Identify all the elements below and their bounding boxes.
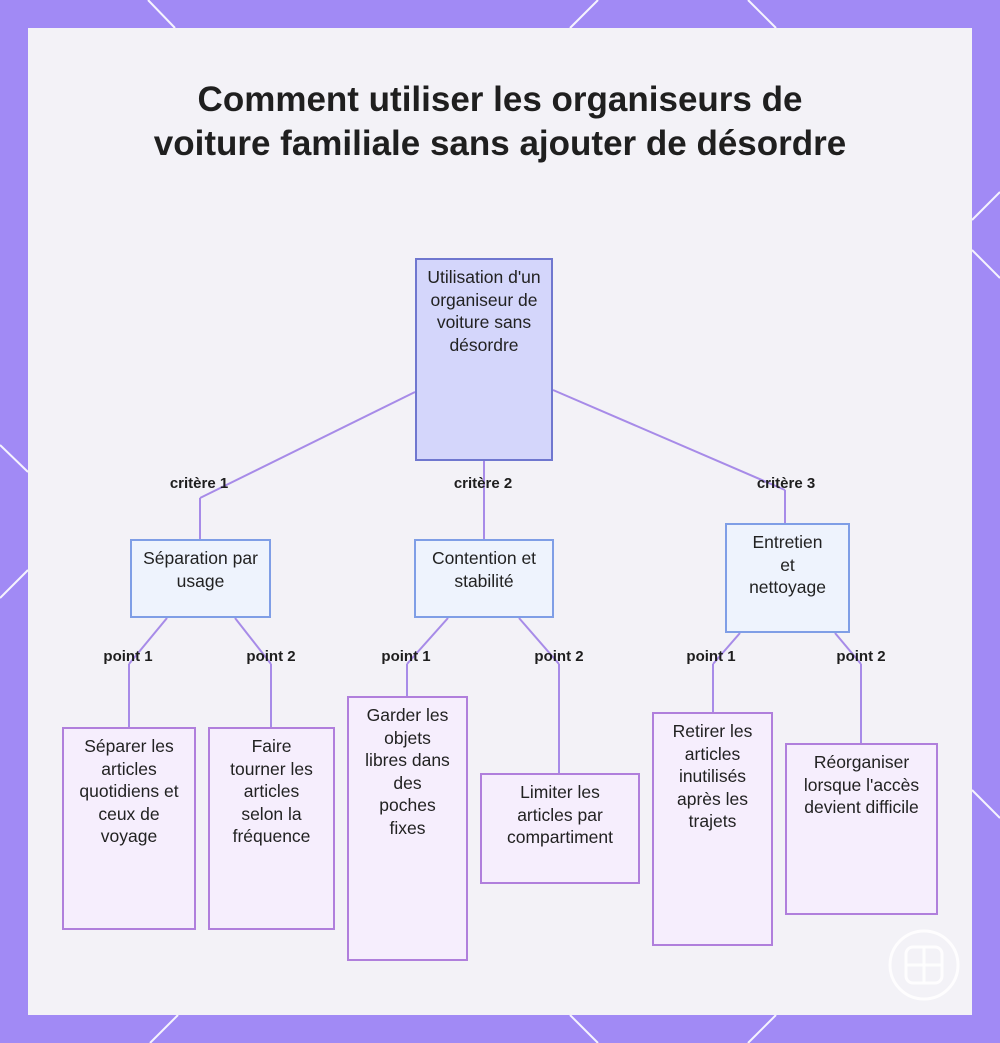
leaf-c3-p2-label: Réorganiser lorsque l'accès devient diff… <box>803 752 920 817</box>
diagram-title: Comment utiliser les organiseurs de voit… <box>153 80 847 163</box>
leaf-node-c3-p2: Réorganiser lorsque l'accès devient diff… <box>785 743 938 915</box>
edge-label-c1-point-2: point 2 <box>246 648 296 665</box>
criterion-node-3: Entretien et nettoyage <box>725 523 850 633</box>
edge-label-c3-point-1: point 1 <box>686 648 736 665</box>
leaf-c2-p2-label: Limiter les articles par compartiment <box>506 782 613 847</box>
brand-logo-icon <box>888 929 960 1001</box>
criterion-node-2: Contention et stabilité <box>414 539 554 618</box>
connector-root-criterion-3 <box>552 389 786 491</box>
edge-label-c3-point-2: point 2 <box>836 648 886 665</box>
edge-label-criterion-1: critère 1 <box>169 475 229 492</box>
criterion-2-label: Contention et stabilité <box>431 548 537 591</box>
root-node: Utilisation d'un organiseur de voiture s… <box>415 258 553 461</box>
criterion-1-label: Séparation par usage <box>143 548 258 591</box>
leaf-c2-p1-label: Garder les objets libres dans des poches… <box>365 705 450 838</box>
leaf-node-c2-p1: Garder les objets libres dans des poches… <box>347 696 468 961</box>
leaf-c3-p1-label: Retirer les articles inutilisés après le… <box>672 721 753 831</box>
leaf-node-c3-p1: Retirer les articles inutilisés après le… <box>652 712 773 946</box>
leaf-c1-p1-label: Séparer les articles quotidiens et ceux … <box>79 736 179 846</box>
criterion-3-label: Entretien et nettoyage <box>749 532 826 597</box>
leaf-node-c1-p2: Faire tourner les articles selon la fréq… <box>208 727 335 930</box>
edge-label-criterion-3: critère 3 <box>756 475 816 492</box>
root-node-label: Utilisation d'un organiseur de voiture s… <box>427 267 541 355</box>
edge-label-c2-point-2: point 2 <box>534 648 584 665</box>
leaf-c1-p2-label: Faire tourner les articles selon la fréq… <box>230 736 313 846</box>
leaf-node-c1-p1: Séparer les articles quotidiens et ceux … <box>62 727 196 930</box>
edge-label-c1-point-1: point 1 <box>103 648 153 665</box>
leaf-node-c2-p2: Limiter les articles par compartiment <box>480 773 640 884</box>
edge-label-c2-point-1: point 1 <box>381 648 431 665</box>
criterion-node-1: Séparation par usage <box>130 539 271 618</box>
edge-label-criterion-2: critère 2 <box>453 475 513 492</box>
connector-root-criterion-1 <box>199 391 416 499</box>
